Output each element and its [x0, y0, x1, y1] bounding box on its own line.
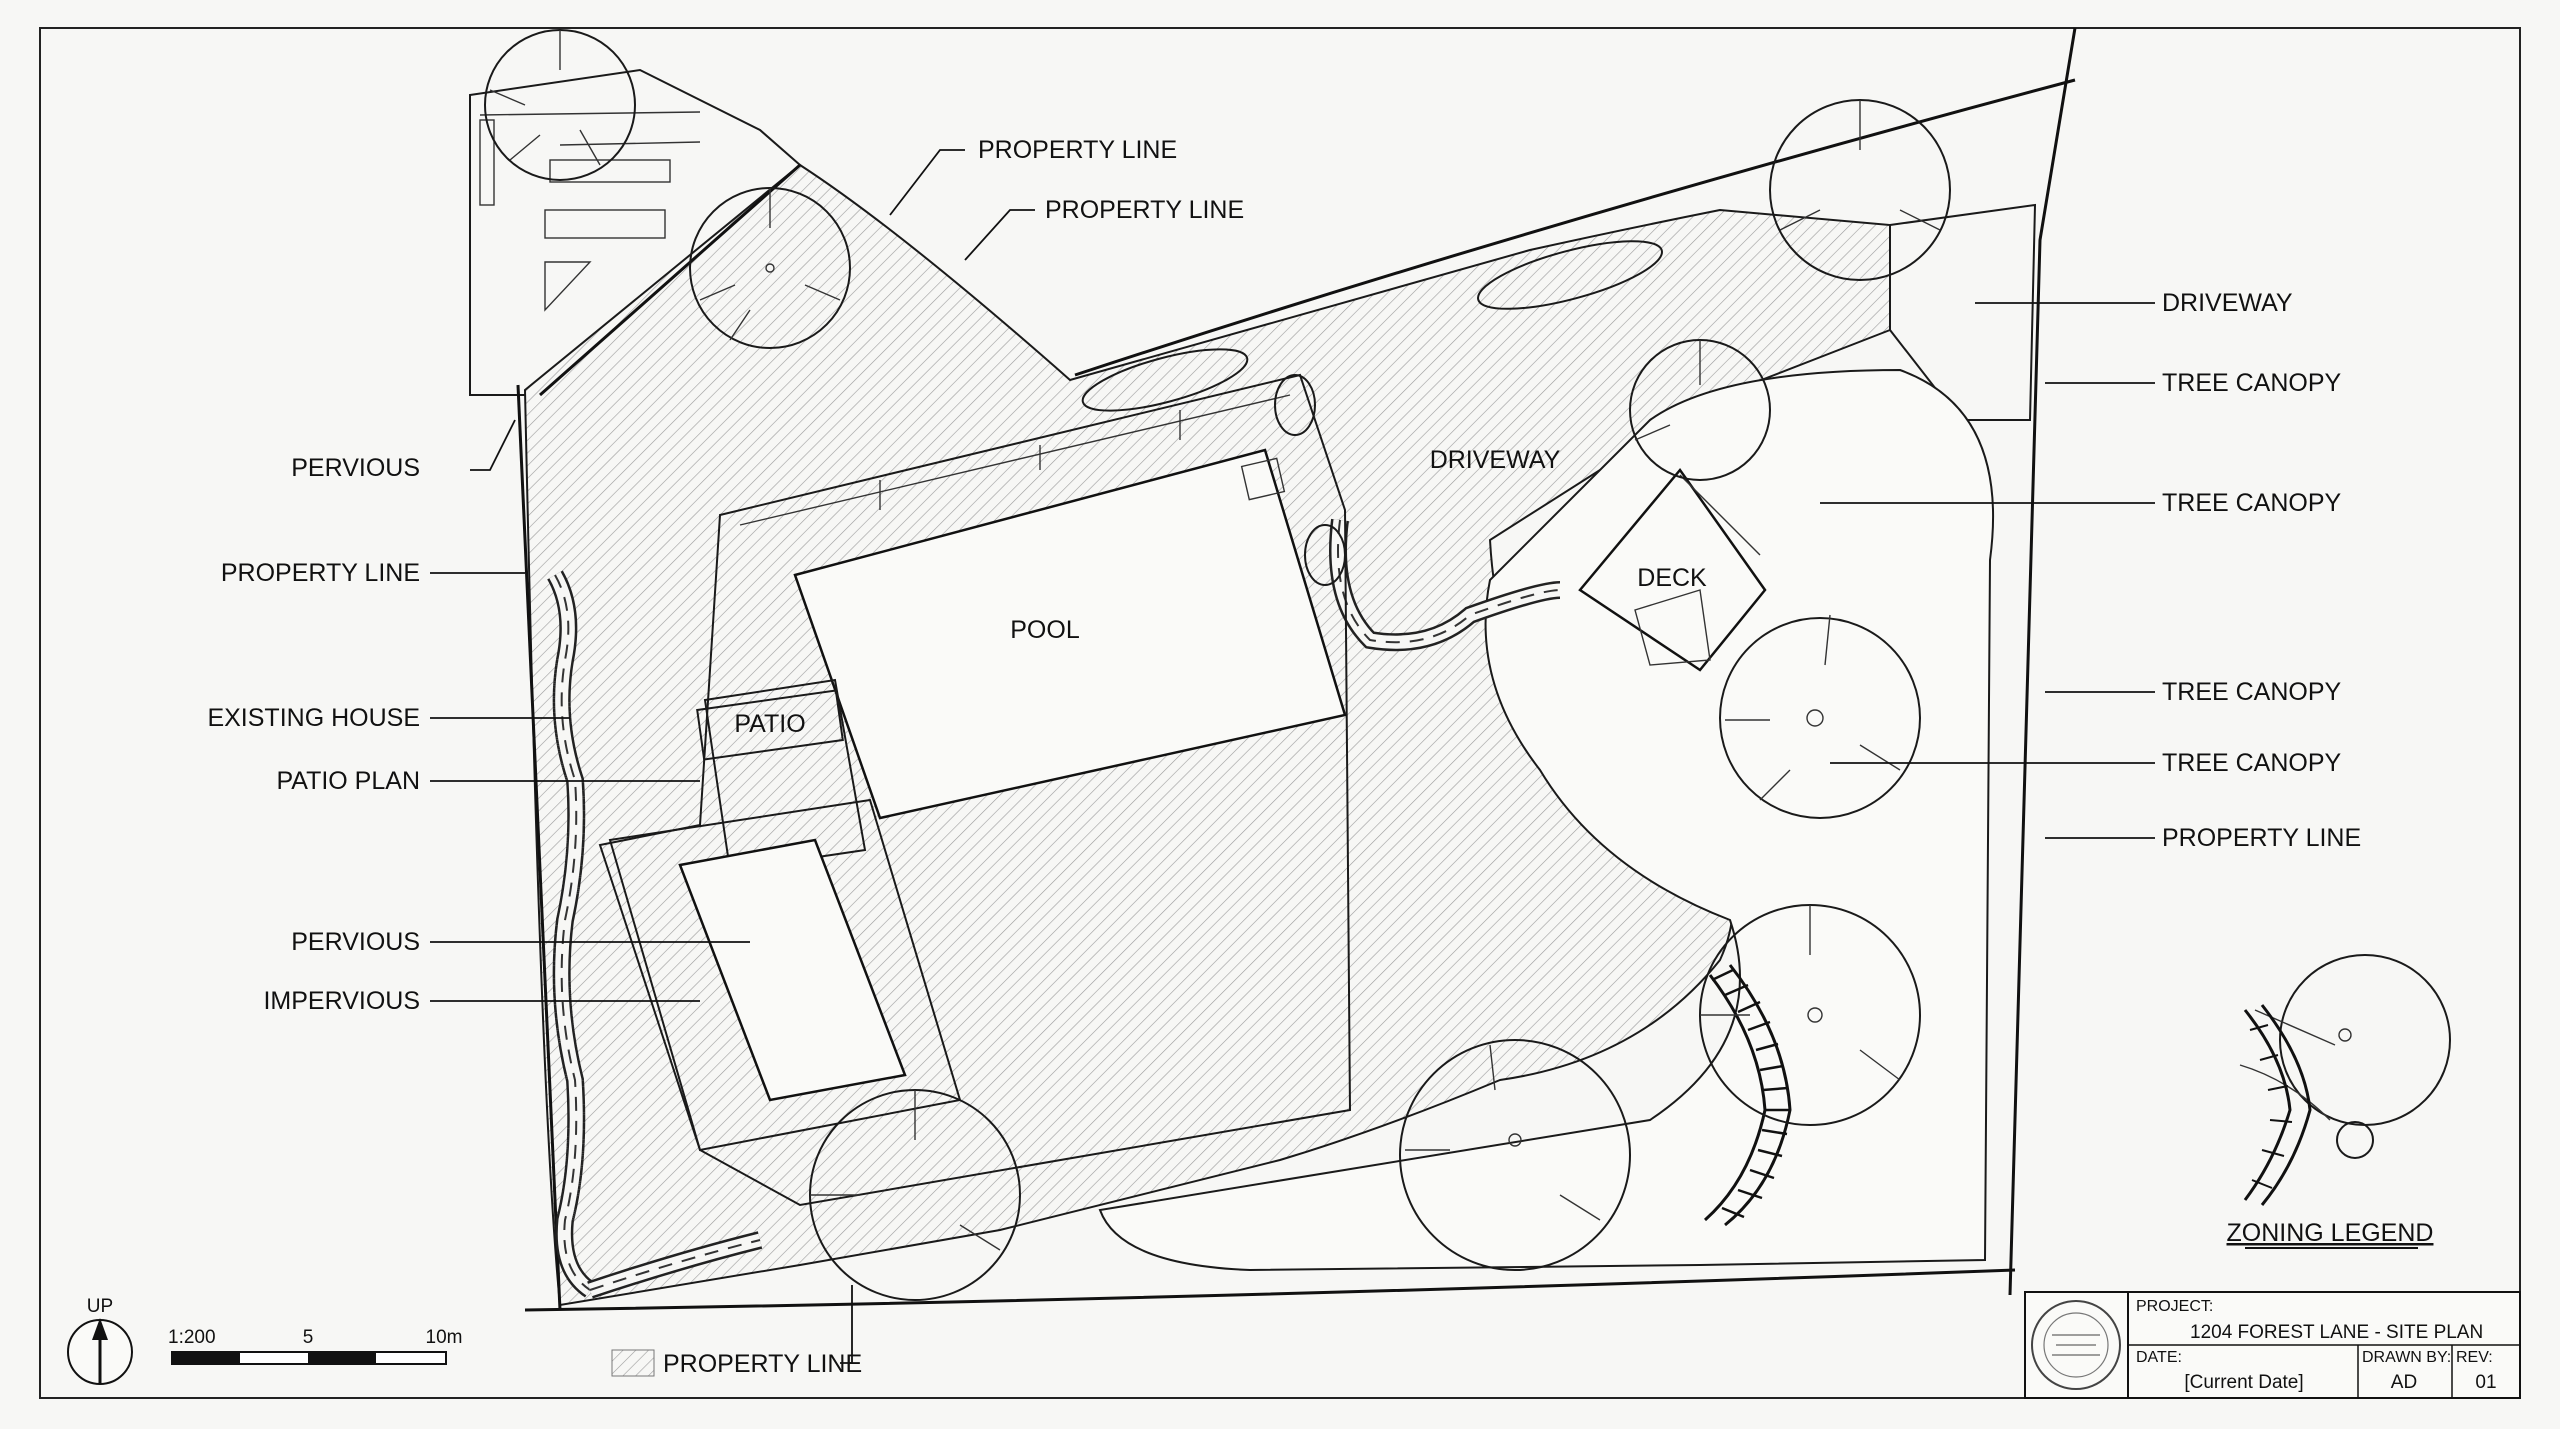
zoning-legend-plan: ZONING LEGEND: [2227, 954, 2451, 1249]
label-tree-canopy-1: TREE CANOPY: [2162, 369, 2342, 397]
legend-hatch-swatch: [611, 1349, 655, 1377]
professional-seal: [2031, 1300, 2121, 1390]
label-impervious: IMPERVIOUS: [263, 987, 420, 1015]
date-value: [Current Date]: [2184, 1372, 2303, 1393]
label-property-line-left: PROPERTY LINE: [221, 559, 420, 587]
pool: POOL: [793, 448, 1347, 820]
property-line-top: [539, 163, 801, 397]
label-property-line-bottom: PROPERTY LINE: [663, 1350, 862, 1378]
property-line-right: [2008, 27, 2077, 1296]
label-tree-canopy-2: TREE CANOPY: [2162, 489, 2342, 517]
zoning-legend-title: ZONING LEGEND: [2227, 1219, 2434, 1247]
title-block: PROJECT: 1204 FOREST LANE - SITE PLAN DA…: [2024, 1291, 2521, 1399]
label-existing-house: EXISTING HOUSE: [207, 704, 420, 732]
deck-label: DECK: [1637, 564, 1707, 592]
label-driveway-right: DRIVEWAY: [2162, 289, 2293, 317]
drawn-by-label: DRAWN BY:: [2362, 1349, 2451, 1366]
sheet-border: [39, 27, 2521, 1399]
deck: DECK: [1578, 467, 1767, 672]
label-tree-canopy-4: TREE CANOPY: [2162, 749, 2342, 777]
driveway-label: DRIVEWAY: [1430, 446, 1561, 474]
pool-label: POOL: [1010, 616, 1080, 644]
label-property-line-top2: PROPERTY LINE: [1045, 196, 1244, 224]
tree-canopies: [484, 29, 1951, 1301]
label-tree-canopy-3: TREE CANOPY: [2162, 678, 2342, 706]
drawn-by-value: AD: [2391, 1372, 2417, 1393]
scale-ratio: 1:200: [168, 1327, 216, 1348]
rev-label: REV:: [2456, 1349, 2493, 1366]
curved-stairs: [1704, 964, 1792, 1227]
north-arrow: UP: [67, 1296, 133, 1385]
label-property-line-right: PROPERTY LINE: [2162, 824, 2361, 852]
label-patio-plan: PATIO PLAN: [276, 767, 420, 795]
leader-lines: [430, 149, 2155, 1364]
property-line-bottom: [524, 1268, 2016, 1312]
project-label: PROJECT:: [2136, 1298, 2213, 1315]
patio-label: PATIO: [734, 710, 805, 738]
date-label: DATE:: [2136, 1349, 2182, 1366]
scale-end: 10m: [426, 1327, 463, 1348]
shrubs: [1081, 240, 1663, 586]
label-pervious-left2: PERVIOUS: [291, 928, 420, 956]
scale-mid: 5: [303, 1327, 314, 1348]
rev-value: 01: [2475, 1372, 2496, 1393]
label-property-line-top1: PROPERTY LINE: [978, 136, 1177, 164]
patio: PATIO: [608, 678, 962, 1152]
property-line-north: [1074, 78, 2076, 377]
north-arrow-label: UP: [87, 1296, 113, 1317]
project-name: 1204 FOREST LANE - SITE PLAN: [2190, 1322, 2483, 1343]
scale-bar: 1:200 5 10m: [168, 1327, 463, 1365]
label-pervious-left: PERVIOUS: [291, 454, 420, 482]
annotation-labels: PROPERTY LINE PROPERTY LINE PERVIOUS PRO…: [207, 136, 2361, 1378]
property-line-left: [516, 384, 562, 1311]
